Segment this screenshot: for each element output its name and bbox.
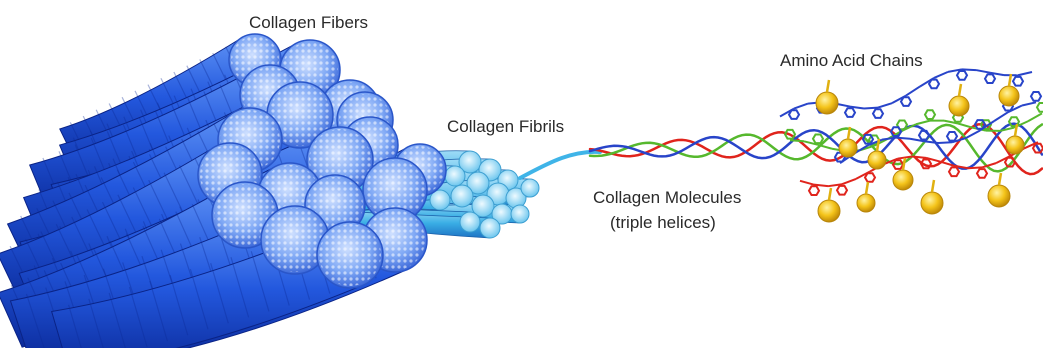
- label-collagen-molecules: Collagen Molecules: [593, 188, 741, 208]
- amino-bond: [1018, 72, 1032, 75]
- fibril-end: [451, 185, 473, 207]
- gold-atom: [816, 92, 838, 114]
- gold-bond: [932, 180, 934, 192]
- amino-bond: [916, 121, 930, 125]
- amino-bond: [794, 104, 808, 109]
- amino-ring: [1031, 92, 1041, 101]
- amino-bond: [994, 112, 1008, 121]
- collagen-triple-helix: [590, 124, 1042, 175]
- amino-bond: [962, 69, 976, 70]
- amino-ring: [949, 167, 959, 176]
- amino-ring: [813, 135, 823, 144]
- amino-ring: [1013, 77, 1023, 86]
- amino-ring: [865, 173, 875, 182]
- amino-bond: [958, 124, 972, 128]
- amino-bond: [842, 179, 856, 184]
- gold-bond: [999, 173, 1001, 185]
- gold-atom: [988, 185, 1010, 207]
- fibril-end: [521, 179, 539, 197]
- gold-bond: [903, 158, 905, 170]
- amino-bond: [896, 138, 910, 139]
- amino-bond: [906, 86, 920, 95]
- gold-bond: [827, 80, 829, 92]
- gold-atom: [839, 139, 857, 157]
- fibril-end: [445, 166, 465, 186]
- fibril-lead: [520, 152, 600, 178]
- amino-bond: [976, 70, 990, 73]
- amino-bond: [1022, 102, 1036, 105]
- label-collagen-fibrils: Collagen Fibrils: [447, 117, 564, 137]
- gold-bond: [959, 84, 961, 96]
- label-amino-acid-chains: Amino Acid Chains: [780, 51, 923, 71]
- amino-ring: [845, 108, 855, 117]
- amino-ring: [789, 110, 799, 119]
- amino-bond: [938, 142, 952, 143]
- amino-ring: [957, 71, 967, 80]
- fibril-end: [460, 212, 480, 232]
- gold-atom: [818, 200, 840, 222]
- gold-atom: [868, 151, 886, 169]
- amino-bond: [1008, 106, 1022, 113]
- amino-bond: [902, 124, 916, 131]
- amino-ring: [977, 169, 987, 178]
- gold-bond: [866, 182, 868, 194]
- amino-ring: [929, 80, 939, 89]
- amino-ring: [809, 186, 819, 195]
- amino-ring: [873, 109, 883, 118]
- amino-ring: [901, 97, 911, 106]
- gold-atom: [893, 170, 913, 190]
- label-collagen-fibers: Collagen Fibers: [249, 13, 368, 33]
- gold-atom: [921, 192, 943, 214]
- fibril-end: [511, 205, 529, 223]
- gold-atom: [857, 194, 875, 212]
- amino-ring: [837, 186, 847, 195]
- amino-bond: [790, 140, 804, 141]
- amino-bond: [968, 167, 982, 168]
- fibril-end: [480, 218, 500, 238]
- amino-ring: [1037, 103, 1043, 112]
- gold-bond: [829, 188, 831, 200]
- amino-ring: [985, 74, 995, 83]
- gold-atom: [949, 96, 969, 116]
- amino-bond: [934, 72, 948, 78]
- amino-ring: [919, 131, 929, 140]
- gold-atom: [999, 86, 1019, 106]
- label-triple-helices: (triple helices): [610, 213, 716, 233]
- gold-atom: [1006, 136, 1024, 154]
- amino-bond: [1028, 113, 1042, 121]
- fiber-end-texture: [319, 224, 381, 286]
- amino-ring: [947, 132, 957, 141]
- amino-bond: [912, 156, 926, 157]
- amino-bond: [878, 103, 892, 107]
- amino-bond: [800, 181, 814, 185]
- amino-ring: [925, 110, 935, 119]
